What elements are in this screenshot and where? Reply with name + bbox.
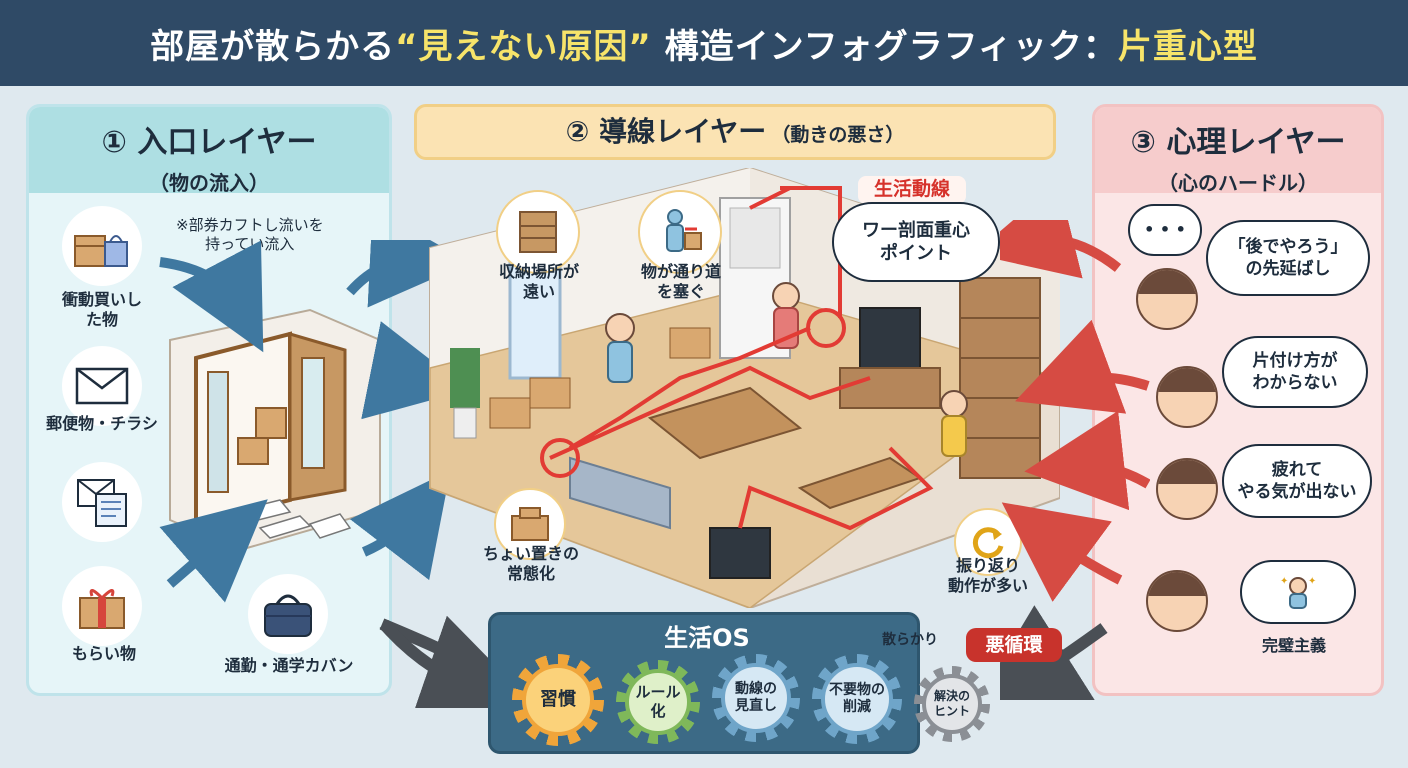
entry-item-commute-bag: 通勤・通学カバン: [224, 656, 354, 675]
gear-habit-label: 習慣: [522, 664, 594, 736]
entry-layer-title: ① 入口レイヤー: [101, 125, 317, 160]
flow-callout-temp-placement: ちょい置きの 常態化: [482, 544, 579, 583]
gear-hint-label: 解決の ヒント: [922, 674, 982, 734]
flow-callout-storage-far: 収納場所が 遠い: [498, 262, 579, 301]
title-part1: 部屋が散らかる: [150, 26, 396, 67]
face-avatar-4: [1146, 570, 1208, 632]
psych-layer-subtitle: （心のハードル）: [1158, 171, 1318, 195]
page-title: 部屋が散らかる“見えない原因” 構造インフォグラフィック：片重心型: [150, 19, 1258, 68]
perfectionism-thought-bubble: ✦✦: [1240, 560, 1356, 624]
svg-text:✦: ✦: [1280, 576, 1288, 587]
box-icon: [494, 488, 566, 560]
flow-layer-title: ② 導線レイヤー: [565, 115, 767, 148]
entry-item-gift: もらい物: [71, 644, 136, 663]
document-icon: [62, 462, 142, 542]
shelf-icon: [496, 190, 580, 274]
gear-rules-label: ルール化: [625, 669, 691, 735]
vicious-cycle-badge: 悪循環: [966, 628, 1062, 662]
psych-item-procrastinate: 「後でやろう」 の先延ばし: [1206, 220, 1370, 296]
psych-flow-arrows: [1000, 220, 1150, 700]
title-part2: 構造インフォグラフィック：: [651, 26, 1118, 67]
person-sparkle-icon: ✦✦: [1280, 576, 1316, 609]
gear-habit: 習慣: [512, 654, 604, 746]
psych-layer-header: ③ 心理レイヤー （心のハードル）: [1095, 107, 1381, 195]
face-avatar-2: [1156, 366, 1218, 428]
flow-layer-header: ② 導線レイヤー （動きの悪さ）: [414, 104, 1056, 160]
psych-layer-title: ③ 心理レイヤー: [1130, 125, 1346, 160]
gear-reduce-label: 不要物の 削減: [821, 663, 893, 735]
entry-flow-arrows: [159, 240, 450, 660]
flow-layer-subtitle: （動きの悪さ）: [771, 124, 905, 146]
thought-dots-bubble: • • •: [1128, 204, 1202, 256]
gear-flowline-label: 動線の 見直し: [721, 663, 791, 733]
os-title: 生活OS: [664, 624, 750, 652]
face-avatar-3: [1156, 458, 1218, 520]
entry-to-os-arrow: [379, 615, 506, 708]
entry-layer-header: ① 入口レイヤー （物の流入）: [29, 107, 389, 195]
gear-hint: 解決の ヒント: [914, 666, 990, 742]
box-bag-icon: [62, 206, 142, 286]
svg-text:✦: ✦: [1308, 576, 1316, 587]
psych-item-perfectionism: 完璧主義: [1261, 636, 1326, 655]
entry-item-mail: 郵便物・チラシ: [46, 414, 158, 433]
person-box-icon: [638, 190, 722, 274]
gear-rules: ルール化: [616, 660, 700, 744]
entry-item-impulse: 衝動買いし た物: [61, 290, 142, 329]
route-bubble: ワー剖面重心 ポイント: [832, 202, 1000, 282]
title-highlight1: “見えない原因”: [395, 26, 652, 67]
envelope-icon: [62, 346, 142, 426]
title-highlight2: 片重心型: [1117, 26, 1258, 67]
gear-reduce: 不要物の 削減: [812, 654, 902, 744]
route-tag: 生活動線: [858, 176, 966, 204]
face-avatar-1: [1136, 268, 1198, 330]
flow-callout-blocked-path: 物が通り道 を塞ぐ: [640, 262, 721, 301]
title-bar: 部屋が散らかる“見えない原因” 構造インフォグラフィック：片重心型: [0, 0, 1408, 86]
psych-item-unknown-method: 片付け方が わからない: [1222, 336, 1368, 408]
entry-layer-subtitle: （物の流入）: [149, 171, 269, 195]
gift-icon: [62, 566, 142, 646]
scatter-label: 散らかり: [882, 632, 938, 648]
psych-item-tired: 疲れて やる気が出ない: [1222, 444, 1372, 518]
gear-flowline: 動線の 見直し: [712, 654, 800, 742]
entrance-door-illustration: [169, 308, 381, 552]
